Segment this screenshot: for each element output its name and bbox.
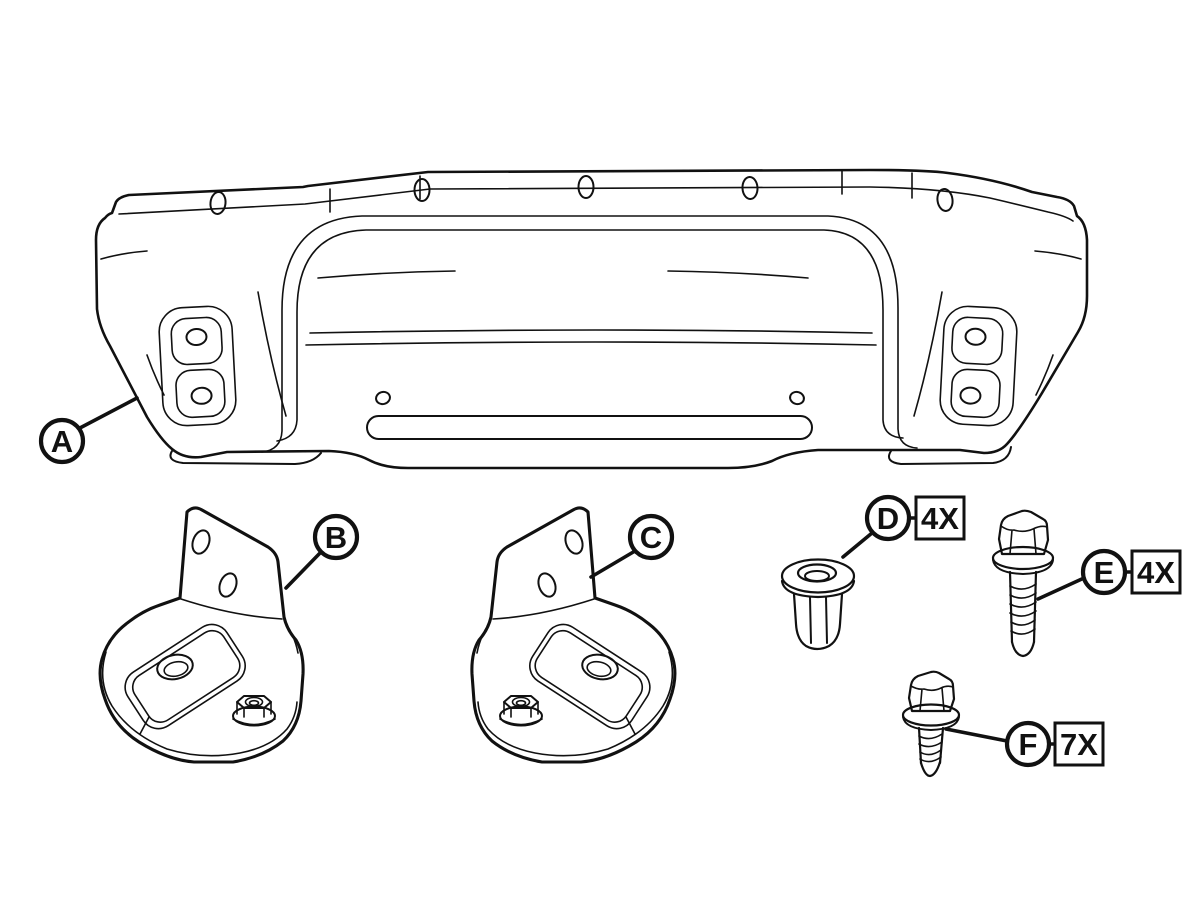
nut-bore-inner xyxy=(804,570,830,582)
callout-a-circle xyxy=(38,417,86,465)
figure: A B C D 4X E 4X xyxy=(38,168,1182,778)
callout-d-leader xyxy=(841,531,874,559)
tow-hole xyxy=(964,327,987,346)
callout-d-circle xyxy=(864,494,912,542)
screw-tip xyxy=(919,760,942,778)
arch-shoulder-creases xyxy=(317,270,809,279)
callout-e-circle xyxy=(1080,548,1128,596)
center-arch-outer xyxy=(261,215,918,453)
callout-d-qty-box xyxy=(914,495,966,541)
license-slot xyxy=(366,415,813,440)
barrel-nut-part-d xyxy=(780,558,856,651)
bolt-flange-thickness xyxy=(992,559,1054,575)
screw-hex-head xyxy=(907,670,956,713)
foot-pad-right xyxy=(888,446,1012,465)
flange-mount-holes xyxy=(209,175,954,215)
license-shelf-lines xyxy=(305,329,877,346)
callout-a-leader xyxy=(76,396,139,431)
callout-e-letter: E xyxy=(1094,555,1115,590)
flange-bolt-part-e xyxy=(991,509,1055,658)
callout-c-letter: C xyxy=(640,520,662,555)
nut-barrel-slots xyxy=(809,596,828,644)
screw-flange xyxy=(901,703,961,727)
callout-a: A xyxy=(38,396,139,465)
flange-hole xyxy=(209,191,227,215)
bolt-tip xyxy=(1010,640,1036,658)
bolt-threads xyxy=(1009,583,1037,635)
tow-hole xyxy=(185,327,208,346)
foot-pad-left xyxy=(169,450,322,465)
license-pocket-hole-right xyxy=(789,390,805,406)
callout-f-qty: 7X xyxy=(1060,727,1098,762)
callout-b: B xyxy=(284,513,360,590)
tow-hole xyxy=(190,386,213,405)
screw-head-facets xyxy=(910,685,954,712)
flange-hole xyxy=(577,175,595,199)
callout-c-leader xyxy=(589,549,637,579)
recess-outline xyxy=(939,305,1018,427)
tow-recess-left xyxy=(158,305,237,427)
recess-lobe-upper xyxy=(951,316,1004,366)
recess-outline xyxy=(158,305,237,427)
license-pocket-hole-left xyxy=(375,390,391,406)
nut-flange-top xyxy=(780,558,856,594)
callout-f: F 7X xyxy=(944,720,1105,768)
skid-plate-part-a xyxy=(94,168,1089,470)
callout-a-letter: A xyxy=(51,424,73,459)
callout-e-qty-box xyxy=(1130,549,1182,595)
tow-hole xyxy=(959,386,982,405)
callout-f-leader xyxy=(944,727,1009,743)
flange-screw-part-f xyxy=(901,670,961,778)
callout-b-leader xyxy=(284,550,323,590)
recess-lobe-lower xyxy=(950,368,1001,419)
screw-threads xyxy=(918,733,943,763)
nut-barrel xyxy=(792,592,844,651)
callout-f-letter: F xyxy=(1019,727,1038,762)
callout-f-qty-box xyxy=(1053,721,1105,767)
callout-f-circle xyxy=(1004,720,1052,768)
bolt-flange xyxy=(991,545,1055,571)
recess-lobe-lower xyxy=(175,368,226,419)
callout-d-qty: 4X xyxy=(921,501,959,536)
callout-e: E 4X xyxy=(1036,548,1182,601)
center-arch-inner xyxy=(276,229,904,442)
top-flange-inner-line xyxy=(118,186,1074,222)
callout-c-circle xyxy=(627,513,675,561)
callout-c: C xyxy=(589,513,675,579)
callout-e-leader xyxy=(1036,576,1086,601)
bolt-hex-head xyxy=(997,509,1050,556)
callout-e-qty: 4X xyxy=(1137,555,1175,590)
body-accent-lines xyxy=(100,250,1082,417)
screw-flange-thickness xyxy=(902,716,960,731)
nut-flange-thickness xyxy=(780,579,856,599)
callout-b-letter: B xyxy=(325,520,347,555)
bolt-head-facets xyxy=(1000,525,1048,555)
flange-bend-ticks xyxy=(329,170,913,213)
tow-recess-right xyxy=(939,305,1018,427)
callout-b-circle xyxy=(312,513,360,561)
skid-plate-silhouette xyxy=(94,168,1089,470)
callout-d-letter: D xyxy=(877,501,899,536)
flange-hole xyxy=(936,188,954,212)
flange-hole xyxy=(413,178,431,202)
callout-d: D 4X xyxy=(841,494,966,559)
flange-hole xyxy=(741,176,759,200)
recess-lobe-upper xyxy=(170,316,223,366)
